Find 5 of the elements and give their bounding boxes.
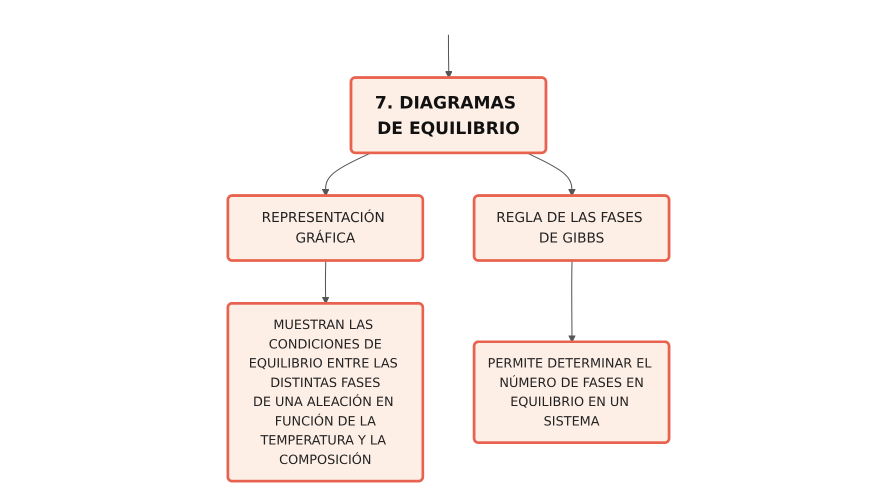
- arrow: [321, 152, 370, 196]
- arrow: [321, 260, 329, 304]
- arrow: [444, 34, 452, 78]
- arrow: [526, 152, 576, 196]
- arrow: [568, 260, 576, 343]
